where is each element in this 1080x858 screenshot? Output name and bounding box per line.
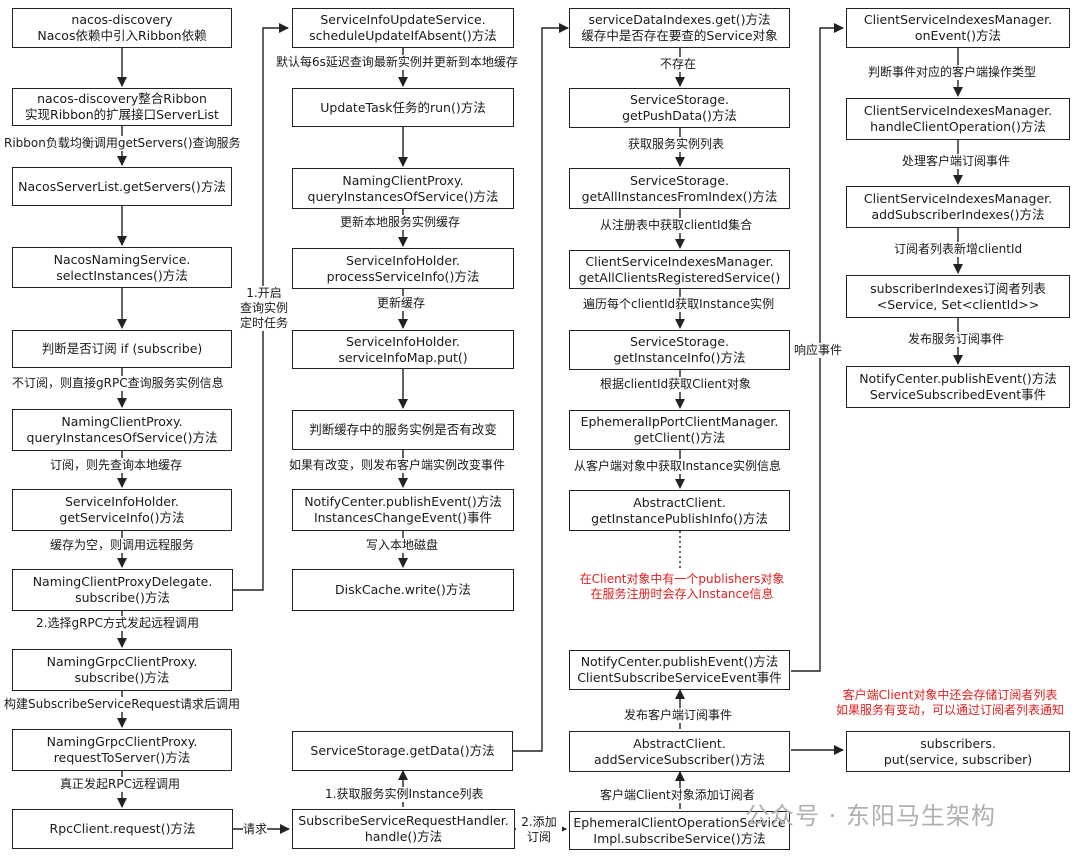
label-get-instance-list: 1.获取服务实例Instance列表 <box>325 787 484 802</box>
label-cache-empty-remote: 缓存为空，则调用远程服务 <box>50 538 195 553</box>
box-ephemeralipportclientmanager-getclient: EphemeralIpPortClientManager. getClient(… <box>569 410 790 450</box>
box-check-instance-changed: 判断缓存中的服务实例是否有改变 <box>292 410 514 450</box>
box-subscribeservicerequesthandler-handle: SubscribeServiceRequestHandler. handle()… <box>292 809 515 849</box>
box-ephemeralclientoperationservice-subscribe: EphemeralClientOperationService Impl.sub… <box>569 811 790 850</box>
box-naminggrpcclientproxy-requesttoserver: NamingGrpcClientProxy. requestToServer()… <box>12 729 232 771</box>
box-servicestorage-getallinstancesfromindex: ServiceStorage. getAllInstancesFromIndex… <box>569 168 790 209</box>
box-clientserviceindexesmanager-handleclientoperation: ClientServiceIndexesManager. handleClien… <box>846 98 1070 140</box>
label-get-client-object: 根据clientId获取Client对象 <box>600 377 751 392</box>
box-nacos-discovery-ribbon-dependency: nacos-discovery Nacos依赖中引入Ribbon依赖 <box>12 8 232 48</box>
box-diskcache-write: DiskCache.write()方法 <box>292 569 514 611</box>
box-nacosserverlist-getservers: NacosServerList.getServers()方法 <box>12 167 232 206</box>
label-subscribe-local-cache: 订阅，则先查询本地缓存 <box>50 458 183 473</box>
box-notifycenter-instanceschangeevent: NotifyCenter.publishEvent()方法 InstancesC… <box>292 489 514 531</box>
label-no-subscribe-grpc: 不订阅，则直接gRPC查询服务实例信息 <box>12 376 224 391</box>
box-subscribers-put: subscribers. put(service, subscriber) <box>846 731 1070 772</box>
box-namingclientproxydelegate-subscribe: NamingClientProxyDelegate. subscribe()方法 <box>12 569 233 611</box>
box-nacosnamingservice-selectinstances: NacosNamingService. selectInstances()方法 <box>12 247 232 288</box>
box-naminggrpcclientproxy-subscribe: NamingGrpcClientProxy. subscribe()方法 <box>12 649 232 691</box>
note-publishers-object: 在Client对象中有一个publishers对象 在服务注册时会存入Insta… <box>568 572 796 602</box>
label-every-6s-update: 默认每6s延迟查询最新实例并更新到本地缓存 <box>276 55 518 70</box>
box-serviceinfoupdateservice-schedule: ServiceInfoUpdateService. scheduleUpdate… <box>292 8 514 48</box>
box-namingclientproxy-queryinstances-2: NamingClientProxy. queryInstancesOfServi… <box>292 168 514 209</box>
box-serviceinfomap-put: ServiceInfoHolder. serviceInfoMap.put() <box>292 330 514 369</box>
note-subscriber-list: 客户端Client对象中还会存储订阅者列表 如果服务有变动，可以通过订阅者列表通… <box>822 688 1078 718</box>
watermark: 公众号 · 东阳马生架构 <box>745 802 996 830</box>
box-servicestorage-getpushdata: ServiceStorage. getPushData()方法 <box>569 88 790 128</box>
label-response-event: 响应事件 <box>794 343 843 358</box>
box-notifycenter-clientsubscribeserviceevent: NotifyCenter.publishEvent()方法 ClientSubs… <box>569 650 790 690</box>
box-ribbon-serverlist-extension: nacos-discovery整合Ribbon 实现Ribbon的扩展接口Ser… <box>12 88 232 126</box>
label-publish-client-subscribe: 发布客户端订阅事件 <box>624 708 733 723</box>
box-clientserviceindexesmanager-onevent: ClientServiceIndexesManager. onEvent()方法 <box>846 8 1070 48</box>
label-choose-grpc: 2.选择gRPC方式发起远程调用 <box>36 616 200 631</box>
label-add-subscription: 2.添加 订阅 <box>516 815 562 845</box>
box-clientserviceindexesmanager-getallclients: ClientServiceIndexesManager. getAllClien… <box>569 250 790 289</box>
label-not-exist: 不存在 <box>660 57 697 72</box>
box-servicestorage-getinstanceinfo: ServiceStorage. getInstanceInfo()方法 <box>569 330 790 370</box>
box-abstractclient-getinstancepublishinfo: AbstractClient. getInstancePublishInfo()… <box>569 490 790 531</box>
label-request: 请求 <box>243 822 268 837</box>
label-real-rpc-call: 真正发起RPC远程调用 <box>60 777 180 792</box>
label-add-clientid-to-subscribers: 订阅者列表新增clientId <box>894 242 1023 257</box>
label-update-cache: 更新缓存 <box>377 296 426 311</box>
box-check-subscribe: 判断是否订阅 if (subscribe) <box>12 330 232 368</box>
label-get-clientid-set: 从注册表中获取clientId集合 <box>600 218 753 233</box>
label-update-local-instance-cache: 更新本地服务实例缓存 <box>340 215 461 230</box>
box-servicestorage-getdata: ServiceStorage.getData()方法 <box>292 731 513 771</box>
label-publish-service-subscribe: 发布服务订阅事件 <box>908 332 1005 347</box>
box-notifycenter-servicesubscribedevent: NotifyCenter.publishEvent()方法 ServiceSub… <box>846 366 1070 408</box>
box-updatetask-run: UpdateTask任务的run()方法 <box>292 88 514 127</box>
box-rpcclient-request: RpcClient.request()方法 <box>12 809 233 849</box>
box-serviceinfoholder-processserviceinfo: ServiceInfoHolder. processServiceInfo()方… <box>292 248 514 289</box>
label-publish-instance-change: 如果有改变，则发布客户端实例改变事件 <box>289 458 506 473</box>
label-determine-operation-type: 判断事件对应的客户端操作类型 <box>868 65 1037 80</box>
box-abstractclient-addservicesubscriber: AbstractClient. addServiceSubscriber()方法 <box>569 731 790 772</box>
label-write-local-disk: 写入本地磁盘 <box>366 538 439 553</box>
label-client-add-subscriber: 客户端Client对象添加订阅者 <box>600 788 755 803</box>
label-build-subscribe-request: 构建SubscribeServiceRequest请求后调用 <box>4 697 241 712</box>
box-clientserviceindexesmanager-addsubscriberindexes: ClientServiceIndexesManager. addSubscrib… <box>846 186 1070 228</box>
label-get-instance-info: 从客户端对象中获取Instance实例信息 <box>574 459 782 474</box>
label-get-instance-list-2: 获取服务实例列表 <box>628 137 725 152</box>
box-namingclientproxy-queryinstances: NamingClientProxy. queryInstancesOfServi… <box>12 409 232 451</box>
label-ribbon-getservers: Ribbon负载均衡调用getServers()查询服务 <box>4 136 241 151</box>
label-handle-subscribe-event: 处理客户端订阅事件 <box>902 154 1011 169</box>
label-iterate-clientid: 遍历每个clientId获取Instance实例 <box>583 297 775 312</box>
box-subscriberindexes-list: subscriberIndexes订阅者列表 <Service, Set<cli… <box>846 275 1070 318</box>
box-servicedataindexes-get: serviceDataIndexes.get()方法 缓存中是否存在要查的Ser… <box>569 8 790 48</box>
box-serviceinfoholder-getserviceinfo: ServiceInfoHolder. getServiceInfo()方法 <box>12 489 232 531</box>
label-start-query-timer: 1.开启 查询实例 定时任务 <box>235 286 293 331</box>
